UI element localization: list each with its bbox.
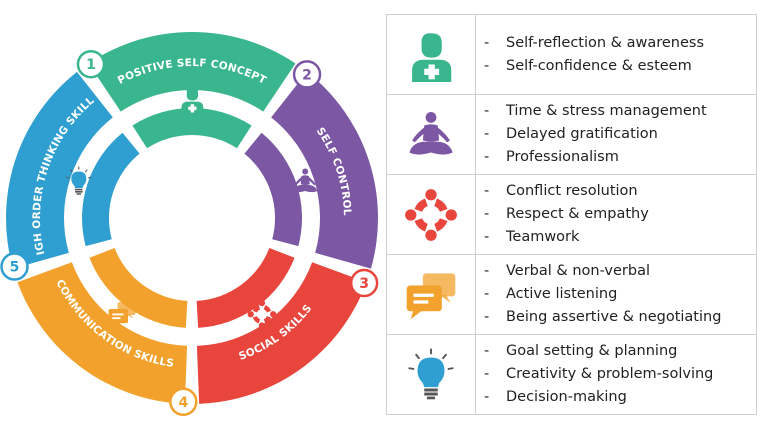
skill-item: Decision-making [482,386,756,409]
skill-item: Conflict resolution [482,180,756,203]
segment-band-3 [196,262,367,404]
skill-item: Self-reflection & awareness [482,32,756,55]
lightbulb-icon [408,347,454,399]
skill-item: Being assertive & negotiating [482,306,756,329]
segment-inner-band-5 [82,132,140,247]
team-circle-icon [405,188,457,241]
skill-item: Professionalism [482,146,756,169]
segment-number-2: 2 [302,67,312,83]
segment-badge-2 [292,60,322,89]
team-circle-icon [247,299,277,329]
skills-row-icon-cell [386,174,476,255]
segment-number-5: 5 [10,260,20,276]
lightbulb-icon [66,166,92,195]
skills-row-list: Self-reflection & awarenessSelf-confiden… [475,14,757,95]
skills-table: Self-reflection & awarenessSelf-confiden… [386,14,757,415]
skills-wheel: POSITIVE SELF CONCEPT SELF CONTROL SOCIA… [0,0,379,417]
meditation-icon [293,168,318,193]
segment-band-4 [17,262,188,404]
segment-badge-4 [169,387,198,417]
skills-row-list: Verbal & non-verbalActive listeningBeing… [475,254,757,335]
skills-row-icon-cell [386,94,476,175]
skills-row: Goal setting & planningCreativity & prob… [386,334,757,415]
skill-item: Creativity & problem-solving [482,363,756,386]
segment-number-4: 4 [178,395,188,411]
segment-inner-band-3 [196,248,295,328]
segment-inner-band-2 [244,132,302,247]
skill-item: Time & stress management [482,100,756,123]
skills-row-list: Goal setting & planningCreativity & prob… [475,334,757,415]
skill-item: Verbal & non-verbal [482,260,756,283]
person-plus-icon [412,32,452,82]
person-plus-icon [181,86,204,114]
skills-row-list: Time & stress managementDelayed gratific… [475,94,757,175]
segment-badge-5 [0,252,29,281]
skill-item: Active listening [482,283,756,306]
skill-item: Delayed gratification [482,123,756,146]
skills-row: Conflict resolutionRespect & empathyTeam… [386,174,757,255]
skill-item: Teamwork [482,226,756,249]
skills-row: Verbal & non-verbalActive listeningBeing… [386,254,757,335]
segment-inner-band-1 [132,108,252,149]
segment-band-1 [88,32,296,112]
speech-bubbles-icon [108,302,136,328]
segment-band-5 [6,71,113,269]
segment-band-2 [271,71,378,269]
segment-badge-3 [349,268,379,298]
segment-number-3: 3 [359,276,369,292]
skills-row-icon-cell [386,14,476,95]
skills-row-icon-cell [386,334,476,415]
skill-item: Goal setting & planning [482,340,756,363]
skill-item: Respect & empathy [482,203,756,226]
skills-row-icon-cell [386,254,476,335]
segment-number-1: 1 [86,57,96,73]
meditation-icon [409,111,453,155]
segment-inner-band-4 [89,248,188,328]
skills-row-list: Conflict resolutionRespect & empathyTeam… [475,174,757,255]
speech-bubbles-icon [406,272,456,319]
skills-row: Time & stress managementDelayed gratific… [386,94,757,175]
skills-row: Self-reflection & awarenessSelf-confiden… [386,14,757,95]
segment-badge-1 [76,49,106,79]
skill-item: Self-confidence & esteem [482,55,756,78]
